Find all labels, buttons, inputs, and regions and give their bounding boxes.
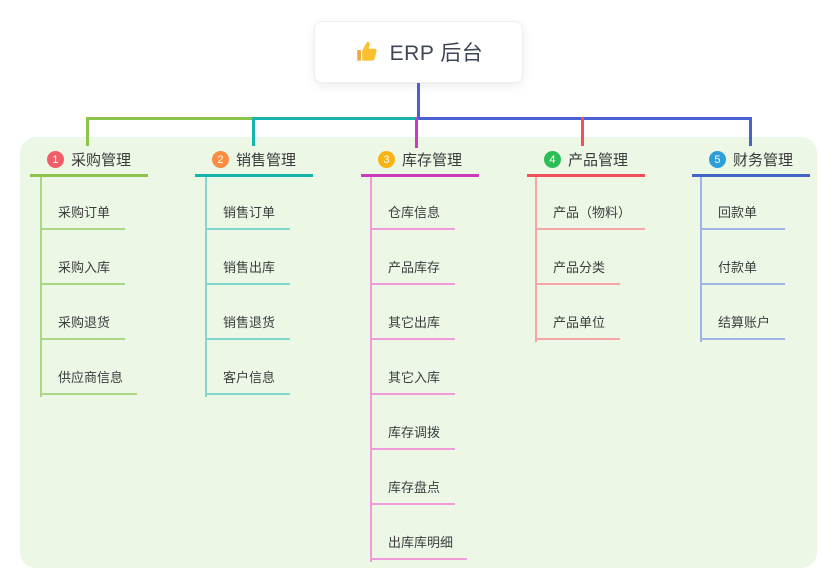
branch-label: 采购管理	[70, 152, 131, 169]
child-node-label: 出库库明细	[388, 535, 454, 550]
connector-drop-branch5	[749, 117, 752, 146]
branch-header-finance[interactable]: 5 财务管理	[692, 145, 810, 177]
child-node-label: 销售订单	[223, 205, 276, 220]
branch4-child-connector	[535, 177, 537, 342]
child-node[interactable]: 采购入库	[40, 230, 125, 285]
branch5-child-connector	[700, 177, 702, 342]
branch-badge-4: 4	[543, 151, 561, 168]
child-node-label: 回款单	[718, 205, 758, 220]
branch-header-inventory[interactable]: 3 库存管理	[361, 145, 479, 177]
child-node[interactable]: 采购订单	[40, 175, 125, 230]
connector-root-stem	[417, 83, 420, 117]
child-node[interactable]: 其它出库	[370, 285, 455, 340]
branch-header-sales[interactable]: 2 销售管理	[195, 145, 313, 177]
child-node[interactable]: 付款单	[700, 230, 785, 285]
child-node-label: 客户信息	[223, 370, 276, 385]
connector-horizontal-right	[417, 117, 752, 120]
child-node[interactable]: 采购退货	[40, 285, 125, 340]
child-node[interactable]: 出库库明细	[370, 505, 468, 560]
branch5-children: 回款单 付款单 结算账户	[700, 175, 785, 340]
child-node[interactable]: 销售退货	[205, 285, 290, 340]
branch1-children: 采购订单 采购入库 采购退货 供应商信息	[40, 175, 138, 395]
child-node-label: 产品单位	[553, 315, 606, 330]
root-node-erp[interactable]: ERP 后台	[314, 21, 523, 83]
branch4-children: 产品（物料） 产品分类 产品单位	[535, 175, 646, 340]
child-node[interactable]: 销售订单	[205, 175, 290, 230]
child-node-label: 结算账户	[718, 315, 771, 330]
child-node-label: 产品库存	[388, 260, 441, 275]
connector-drop-branch2	[252, 117, 255, 146]
branch-badge-1: 1	[46, 151, 64, 168]
child-node-label: 库存调拨	[388, 425, 441, 440]
child-node[interactable]: 结算账户	[700, 285, 785, 340]
child-node[interactable]: 产品单位	[535, 285, 620, 340]
child-node[interactable]: 销售出库	[205, 230, 290, 285]
child-node[interactable]: 客户信息	[205, 340, 290, 395]
child-node-label: 付款单	[718, 260, 758, 275]
connector-drop-branch1	[86, 117, 89, 146]
child-node-label: 采购入库	[58, 260, 111, 275]
branch-label: 财务管理	[732, 152, 793, 169]
child-node[interactable]: 其它入库	[370, 340, 455, 395]
branch-badge-3: 3	[377, 151, 395, 168]
branch-header-product[interactable]: 4 产品管理	[527, 145, 645, 177]
branches-background-panel	[20, 137, 817, 568]
child-node[interactable]: 库存调拨	[370, 395, 455, 450]
child-node[interactable]: 库存盘点	[370, 450, 455, 505]
branch-label: 销售管理	[235, 152, 296, 169]
branch-label: 库存管理	[401, 152, 462, 169]
child-node-label: 销售出库	[223, 260, 276, 275]
child-node-label: 采购退货	[58, 315, 111, 330]
child-node[interactable]: 产品库存	[370, 230, 455, 285]
child-node-label: 采购订单	[58, 205, 111, 220]
child-node[interactable]: 回款单	[700, 175, 785, 230]
child-node-label: 其它出库	[388, 315, 441, 330]
branch2-child-connector	[205, 177, 207, 397]
child-node[interactable]: 产品（物料）	[535, 175, 646, 230]
connector-horizontal-branch1	[87, 117, 253, 120]
child-node-label: 产品分类	[553, 260, 606, 275]
child-node-label: 仓库信息	[388, 205, 441, 220]
branch1-child-connector	[40, 177, 42, 397]
branch3-child-connector	[370, 177, 372, 562]
child-node-label: 产品（物料）	[553, 205, 632, 220]
child-node-label: 其它入库	[388, 370, 441, 385]
connector-drop-branch3	[415, 117, 418, 148]
branch2-children: 销售订单 销售出库 销售退货 客户信息	[205, 175, 290, 395]
branch3-children: 仓库信息 产品库存 其它出库 其它入库 库存调拨 库存盘点 出库库明细	[370, 175, 468, 560]
thumbs-up-icon	[354, 39, 380, 65]
branch-header-purchase[interactable]: 1 采购管理	[30, 145, 148, 177]
child-node-label: 销售退货	[223, 315, 276, 330]
child-node[interactable]: 仓库信息	[370, 175, 455, 230]
child-node[interactable]: 产品分类	[535, 230, 620, 285]
child-node[interactable]: 供应商信息	[40, 340, 138, 395]
branch-badge-5: 5	[708, 151, 726, 168]
connector-horizontal-branch2	[253, 117, 417, 120]
branch-label: 产品管理	[567, 152, 628, 169]
connector-drop-branch4	[581, 117, 584, 146]
root-node-label: ERP 后台	[389, 42, 484, 65]
child-node-label: 库存盘点	[388, 480, 441, 495]
branch-badge-2: 2	[211, 151, 229, 168]
child-node-label: 供应商信息	[58, 370, 124, 385]
